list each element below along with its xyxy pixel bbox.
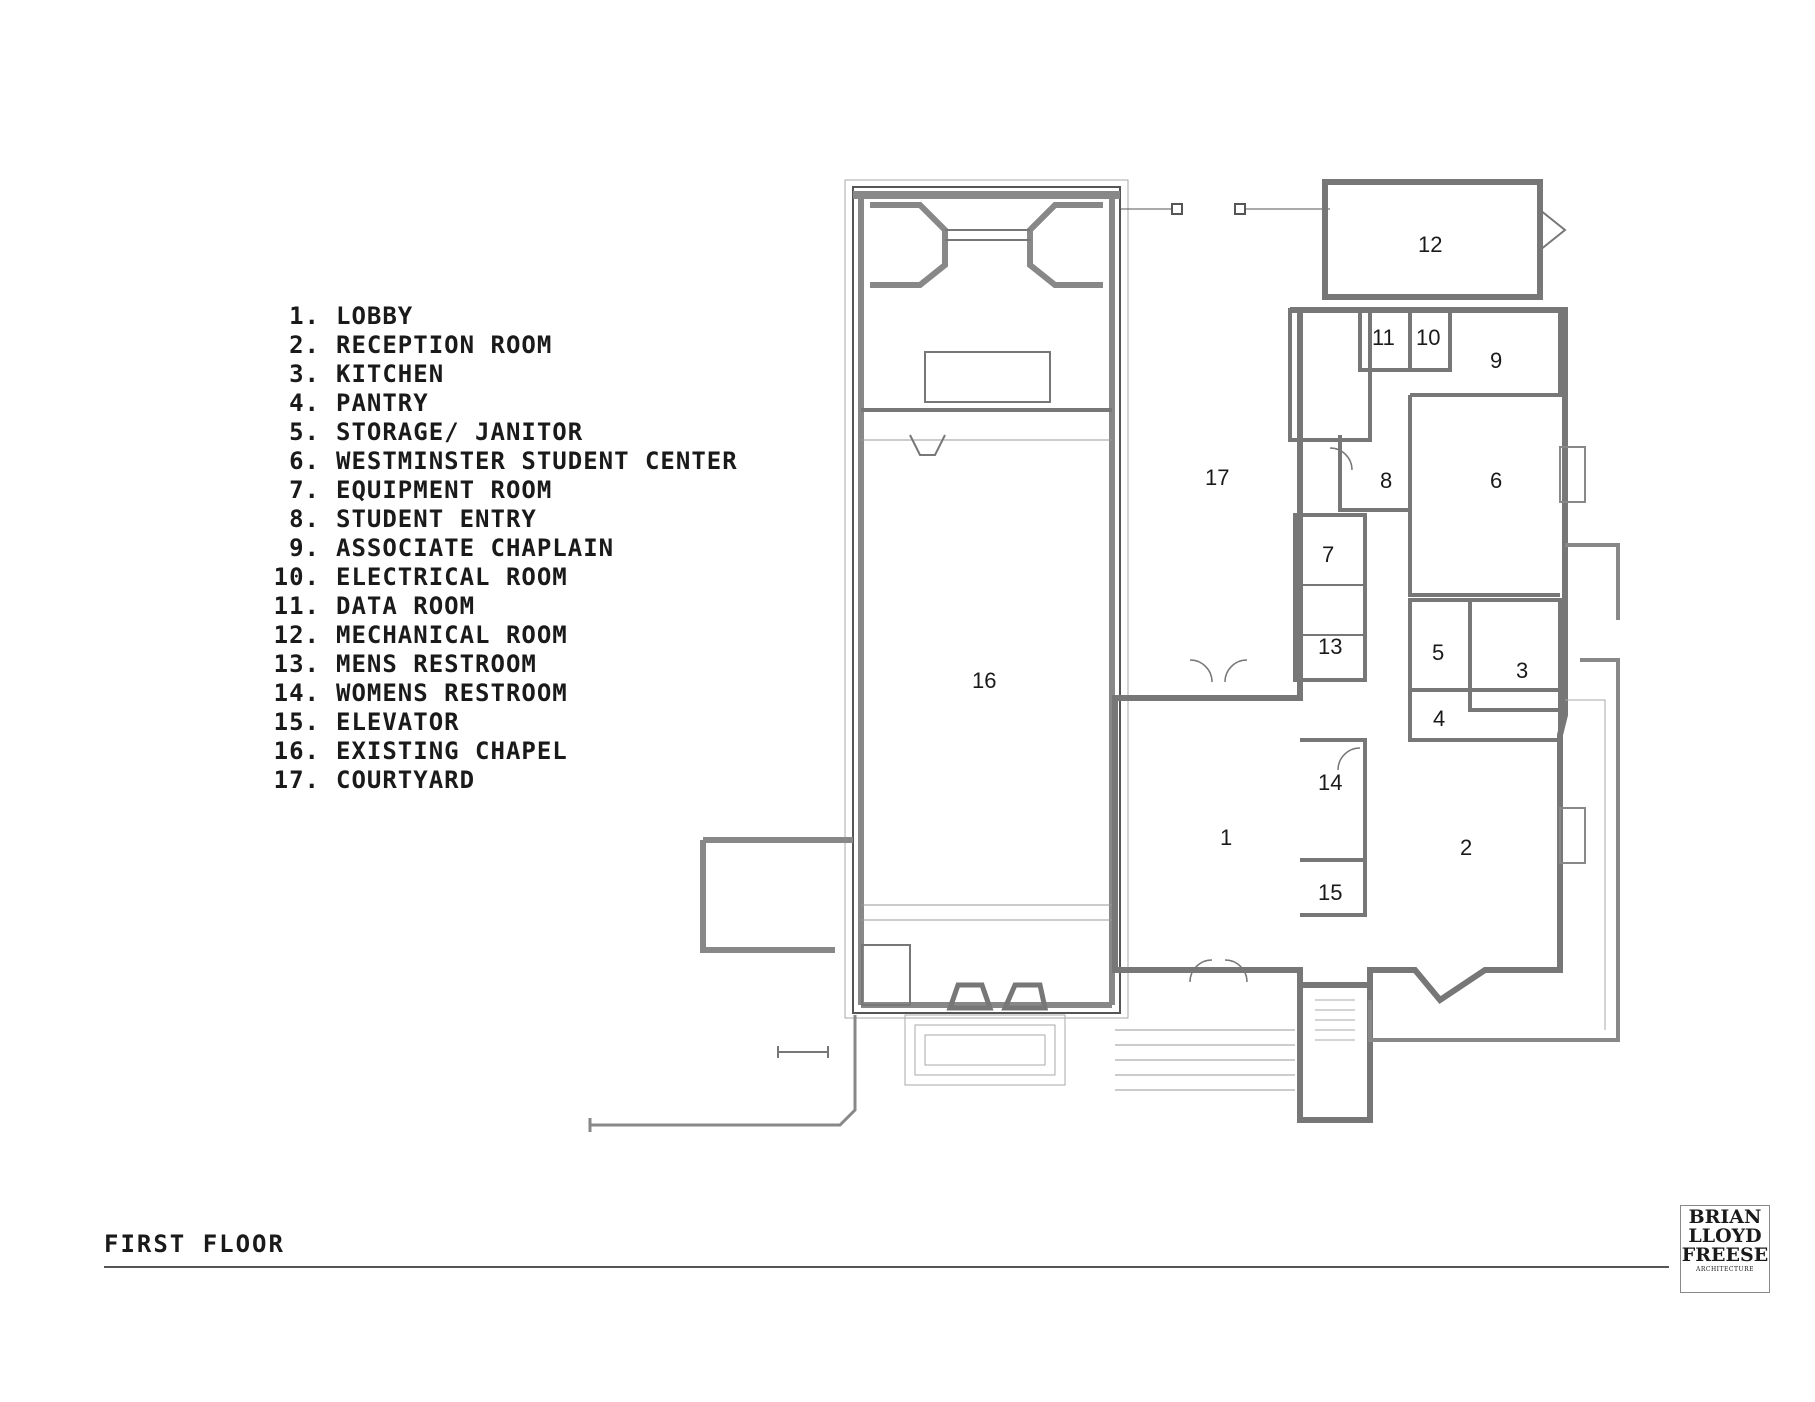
room-label-6: 6	[1490, 468, 1502, 493]
legend-item: 12.MECHANICAL ROOM	[273, 621, 568, 649]
legend-item: 7.EQUIPMENT ROOM	[289, 476, 553, 504]
legend-item: 4.PANTRY	[289, 389, 429, 417]
room-label-4: 4	[1433, 706, 1445, 731]
room-label-9: 9	[1490, 348, 1502, 373]
room-label-1: 1	[1220, 825, 1232, 850]
legend-item: 17.COURTYARD	[273, 766, 476, 794]
chapel-outline	[852, 186, 1121, 1014]
legend-item: 1.LOBBY	[289, 302, 414, 330]
legend-item: 5.STORAGE/ JANITOR	[289, 418, 584, 446]
legend-item: 8.STUDENT ENTRY	[289, 505, 537, 533]
room-label-11: 11	[1372, 325, 1395, 350]
room-label-16: 16	[972, 668, 996, 693]
legend-item: 15.ELEVATOR	[273, 708, 460, 736]
legend-item: 16.EXISTING CHAPEL	[273, 737, 568, 765]
room-label-14: 14	[1318, 770, 1342, 795]
mechanical-room	[1322, 179, 1543, 300]
legend-item: 11.DATA ROOM	[273, 592, 476, 620]
legend-item: 14.WOMENS RESTROOM	[273, 679, 568, 707]
room-label-7: 7	[1322, 542, 1334, 567]
title-rule	[104, 1266, 1669, 1268]
drawing-title: FIRST FLOOR	[104, 1230, 285, 1258]
room-label-10: 10	[1416, 325, 1440, 350]
room-label-12: 12	[1418, 232, 1442, 257]
room-label-17: 17	[1205, 465, 1229, 490]
room-label-15: 15	[1318, 880, 1342, 905]
legend-item: 13.MENS RESTROOM	[273, 650, 537, 678]
architect-logo: BRIAN LLOYD FREESE ARCHITECTURE	[1680, 1205, 1770, 1293]
room-legend: 1.LOBBY 2.RECEPTION ROOM 3.KITCHEN 4.PAN…	[268, 302, 738, 795]
room-label-5: 5	[1432, 640, 1444, 665]
legend-item: 6.WESTMINSTER STUDENT CENTER	[289, 447, 738, 475]
legend-item: 2.RECEPTION ROOM	[289, 331, 553, 359]
legend-item: 3.KITCHEN	[289, 360, 445, 388]
room-label-3: 3	[1516, 658, 1528, 683]
room-label-8: 8	[1380, 468, 1392, 493]
legend-item: 9.ASSOCIATE CHAPLAIN	[289, 534, 615, 562]
legend-item: 10.ELECTRICAL ROOM	[273, 563, 568, 591]
room-label-13: 13	[1318, 634, 1342, 659]
room-label-2: 2	[1460, 835, 1472, 860]
